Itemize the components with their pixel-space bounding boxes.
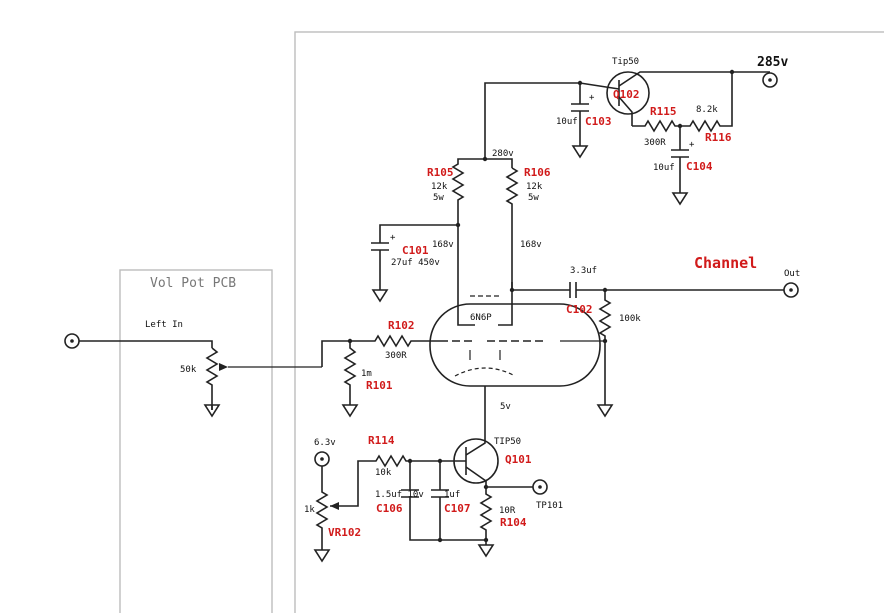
tp101-label: TP101 xyxy=(536,501,563,511)
volume-pot xyxy=(205,347,219,410)
r115-ref: R115 xyxy=(650,105,677,118)
r102-resistor xyxy=(350,334,440,348)
vr102-pot xyxy=(315,466,329,550)
r114-ref: R114 xyxy=(368,434,395,447)
r102-ref: R102 xyxy=(388,319,415,332)
r104-ground xyxy=(477,544,495,558)
r114-value: 10k xyxy=(375,468,392,478)
r101-ground xyxy=(341,404,359,418)
r104-value: 10R xyxy=(499,506,516,516)
vol-pot-pcb-title: Vol Pot PCB xyxy=(150,276,236,291)
pot-ground xyxy=(203,404,221,418)
c102-ref: C102 xyxy=(566,303,593,316)
v280-label: 280v xyxy=(492,149,514,159)
v285-terminal xyxy=(762,72,778,88)
vr102-wiper-arrow xyxy=(330,502,339,510)
r101-ref: R101 xyxy=(366,379,393,392)
r105-value-1: 12k xyxy=(431,182,448,192)
c103-capacitor xyxy=(571,83,589,146)
r105-resistor xyxy=(451,158,513,300)
channel-title: Channel xyxy=(694,254,757,272)
q101-type: TIP50 xyxy=(494,437,521,447)
c107-capacitor xyxy=(431,461,449,540)
vol-pot-pcb-frame xyxy=(119,269,273,613)
q102-ref: Q102 xyxy=(613,88,640,101)
c107-value: 1uf xyxy=(444,490,460,500)
c103-value: 10uf xyxy=(556,117,578,127)
r101-value: 1m xyxy=(361,369,372,379)
c104-ref: C104 xyxy=(686,160,713,173)
output-ground xyxy=(596,404,614,418)
grid-input-wire xyxy=(321,340,350,367)
v168-left-label: 168v xyxy=(432,240,454,250)
channel-frame xyxy=(294,31,884,613)
plate-right-wire xyxy=(511,282,570,291)
q101-ref: Q101 xyxy=(505,453,532,466)
r114-resistor xyxy=(330,454,466,507)
c101-value: 27uf 450v xyxy=(391,258,440,268)
c106-value: 1.5uf 10v xyxy=(375,490,424,500)
c102-capacitor xyxy=(569,282,577,298)
r-100k-resistor xyxy=(598,290,612,405)
r106-ref: R106 xyxy=(524,166,551,179)
c106-capacitor xyxy=(401,461,486,541)
c101-ground xyxy=(371,289,389,303)
r102-value: 300R xyxy=(385,351,407,361)
c101-ref: C101 xyxy=(402,244,429,257)
r106-resistor xyxy=(505,167,519,282)
c107-ref: C107 xyxy=(444,502,471,515)
volume-pot-wiper-arrow xyxy=(219,363,228,371)
c104-capacitor xyxy=(671,126,689,193)
v63-terminal xyxy=(314,451,330,467)
c101-capacitor xyxy=(371,224,458,290)
vr102-ground xyxy=(313,549,331,563)
c101-plus: + xyxy=(390,233,396,243)
vr102-ref: VR102 xyxy=(328,526,361,539)
c104-value: 10uf xyxy=(653,163,675,173)
r106-value-2: 5w xyxy=(528,193,539,203)
vr102-value: 1k xyxy=(304,505,315,515)
left-in-label: Left In xyxy=(145,320,183,330)
c102-value: 3.3uf xyxy=(570,266,597,276)
junction-dots xyxy=(347,69,735,543)
r116-value: 8.2k xyxy=(696,105,718,115)
r115-value: 300R xyxy=(644,138,666,148)
c103-ground xyxy=(571,145,589,159)
r106-value-1: 12k xyxy=(526,182,543,192)
c104-plus: + xyxy=(689,140,695,150)
input-wire xyxy=(79,340,213,348)
out-terminal xyxy=(783,282,799,298)
v285-label: 285v xyxy=(757,55,788,70)
r105-ref: R105 xyxy=(427,166,454,179)
c104-ground xyxy=(671,192,689,206)
c103-plus: + xyxy=(589,93,595,103)
r104-resistor xyxy=(479,487,493,545)
q102-type: Tip50 xyxy=(612,57,639,67)
q102-transistor xyxy=(579,71,770,126)
r101-resistor xyxy=(343,341,357,405)
out-label: Out xyxy=(784,269,800,279)
tube-label: 6N6P xyxy=(470,313,492,323)
v5-label: 5v xyxy=(500,402,511,412)
tp101-terminal xyxy=(532,479,548,495)
b-plus-wire xyxy=(484,82,580,159)
c106-ref: C106 xyxy=(376,502,403,515)
c103-ref: C103 xyxy=(585,115,612,128)
left-in-terminal xyxy=(64,333,80,349)
r115-r116-chain xyxy=(632,72,733,133)
r116-ref: R116 xyxy=(705,131,732,144)
v63-label: 6.3v xyxy=(314,438,336,448)
v168-right-label: 168v xyxy=(520,240,542,250)
tp101-wire xyxy=(485,481,533,488)
tube-6n6p xyxy=(429,282,601,387)
r104-ref: R104 xyxy=(500,516,527,529)
pot-50k-label: 50k xyxy=(180,365,197,375)
r105-value-2: 5w xyxy=(433,193,444,203)
r-100k-value: 100k xyxy=(619,314,641,324)
